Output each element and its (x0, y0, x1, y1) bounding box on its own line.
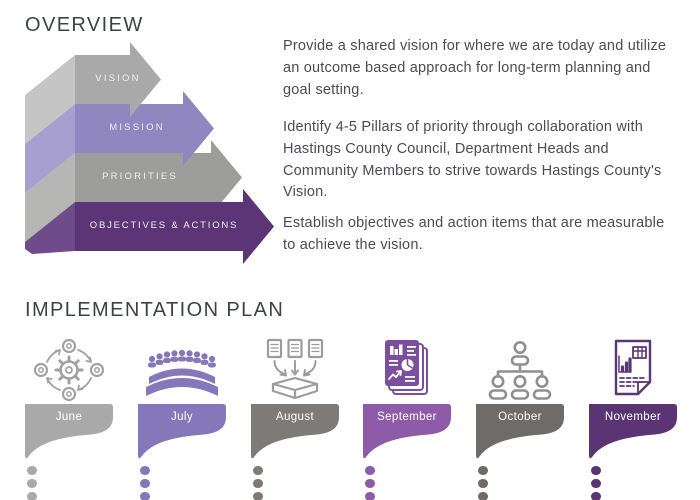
timeline-column-august: August (251, 338, 339, 500)
month-banner: July (138, 404, 226, 462)
overview-title: OVERVIEW (25, 14, 144, 36)
priorities-arrow-fold (25, 153, 75, 242)
timeline-column-june: June (25, 338, 113, 500)
mission-arrow-fold (25, 104, 75, 193)
report-document-icon (589, 338, 677, 402)
council-audience-icon (138, 338, 226, 402)
timeline-dots (589, 465, 677, 500)
objectives-arrow-label: OBJECTIVES & ACTIONS (89, 220, 239, 231)
team-hierarchy-icon (476, 338, 564, 402)
priorities-arrow-body (75, 140, 242, 215)
timeline-dots (25, 465, 113, 500)
month-label: June (55, 411, 83, 423)
mission-arrow-body (75, 91, 214, 166)
objectives-arrow-fold (25, 202, 75, 254)
process-gears-icon (25, 338, 113, 402)
timeline-column-september: September (363, 338, 451, 500)
mission-arrow-label: MISSION (109, 122, 165, 133)
priorities-description: Identify 4-5 Pillars of priority through… (283, 119, 662, 201)
priorities-arrow-label: PRIORITIES (102, 171, 178, 182)
month-label: August (275, 411, 315, 423)
report-charts-icon (363, 338, 451, 402)
month-banner: October (476, 404, 564, 462)
month-banner: June (25, 404, 113, 462)
timeline-dots (476, 465, 564, 500)
month-label: October (498, 411, 542, 423)
implementation-plan-title: IMPLEMENTATION PLAN (25, 299, 285, 321)
timeline-dots (251, 465, 339, 500)
objectives-description: Establish objectives and action items th… (283, 215, 665, 253)
month-banner: November (589, 404, 677, 462)
vision-arrow-body (75, 42, 161, 117)
vision-arrow-label: VISION (95, 73, 141, 84)
timeline-column-october: October (476, 338, 564, 500)
timeline-column-july: July (138, 338, 226, 500)
timeline-dots (138, 465, 226, 500)
vision-arrow-fold (25, 55, 75, 144)
timeline-column-november: November (589, 338, 677, 500)
month-label: July (170, 411, 194, 423)
month-banner: August (251, 404, 339, 462)
month-label: November (604, 411, 662, 423)
objectives-arrow-body (75, 189, 274, 264)
documents-inbox-icon (251, 338, 339, 402)
timeline-dots (363, 465, 451, 500)
process-arrows-graphic (25, 42, 274, 264)
month-label: September (377, 411, 437, 423)
month-banner: September (363, 404, 451, 462)
vision-description: Provide a shared vision for where we are… (283, 38, 667, 98)
